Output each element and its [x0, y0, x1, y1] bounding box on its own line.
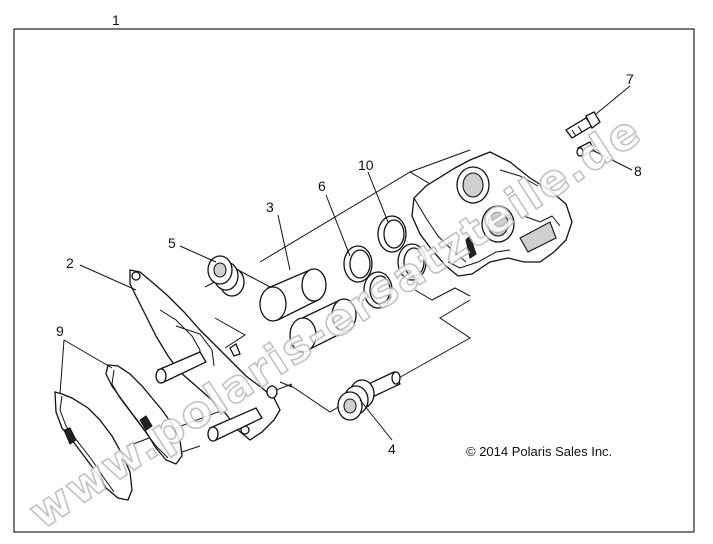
- caliper-housing: [411, 151, 573, 277]
- watermark-text: www.polaris-ersatzteile.de: [20, 105, 650, 539]
- callout-label-10: 10: [358, 157, 374, 173]
- caliper-bracket: [129, 269, 281, 442]
- callout-label-7: 7: [626, 71, 634, 87]
- piston-seals-outer: [377, 215, 427, 281]
- callout-label-3: 3: [266, 199, 274, 215]
- piston-seals: [343, 245, 393, 309]
- callout-label-6: 6: [318, 178, 326, 194]
- diagram-frame: [13, 28, 695, 533]
- bleeder-cap: [576, 141, 595, 157]
- bleeder-screw: [565, 111, 601, 139]
- brake-pads: [54, 364, 183, 501]
- pistons: [259, 268, 357, 353]
- dust-boot-pin: [337, 371, 401, 421]
- callout-label-4: 4: [388, 441, 396, 457]
- callout-leaders: [59, 85, 633, 441]
- dust-boot-upper: [207, 255, 245, 297]
- callout-label-5: 5: [168, 235, 176, 251]
- copyright-notice: © 2014 Polaris Sales Inc.: [466, 444, 612, 459]
- callout-label-1: 1: [112, 12, 120, 28]
- callout-label-9: 9: [56, 323, 64, 339]
- callout-label-8: 8: [634, 163, 642, 179]
- callout-label-2: 2: [66, 255, 74, 271]
